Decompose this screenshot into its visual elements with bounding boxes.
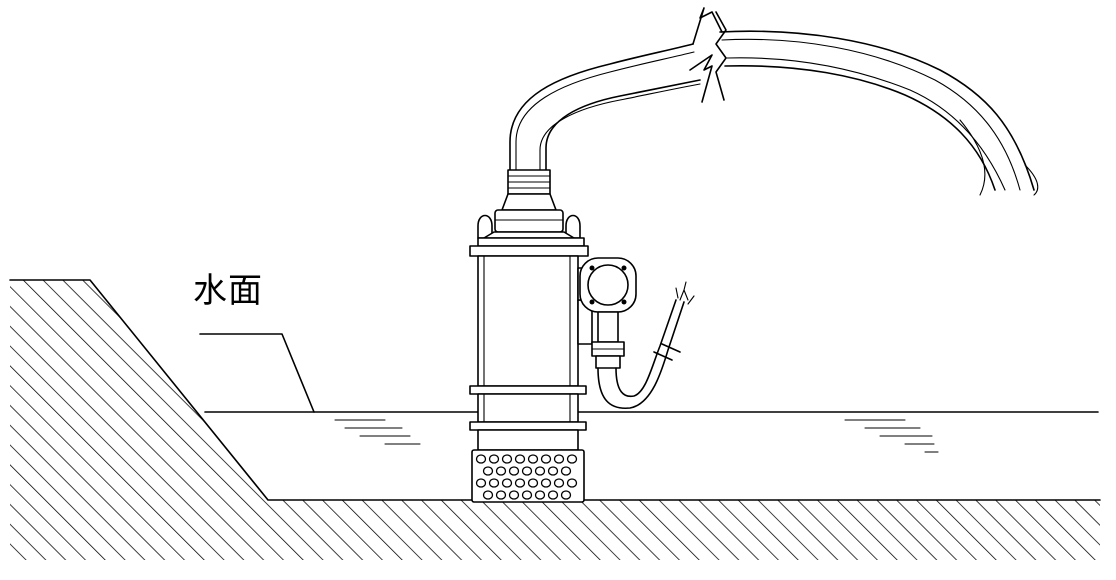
cable-entry — [579, 257, 637, 369]
power-cable — [597, 281, 695, 410]
water-surface-label: 水面 — [193, 271, 263, 311]
hose-coupling — [494, 169, 564, 233]
strainer-holes — [475, 454, 578, 500]
water-ripples-left — [334, 419, 421, 445]
pump-body — [469, 214, 593, 503]
water-ripples-right — [844, 419, 939, 453]
discharge-hose — [509, 7, 1039, 196]
water-label-leader — [199, 333, 315, 413]
water-surface — [204, 411, 1099, 453]
